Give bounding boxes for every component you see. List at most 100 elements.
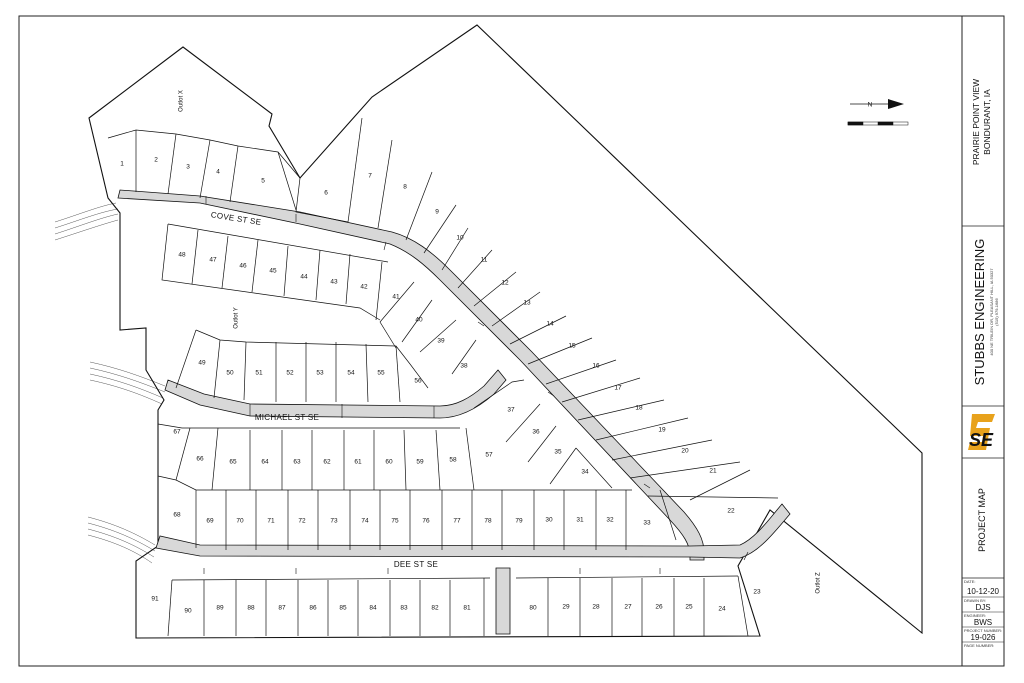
lot-label: 64 <box>261 459 269 466</box>
lot-label: 67 <box>173 429 181 436</box>
lot-label: 32 <box>606 517 614 524</box>
lot-label: 3 <box>186 164 190 171</box>
lot-label: 66 <box>196 456 204 463</box>
lot-label: 16 <box>592 363 600 370</box>
date-value: 10-12-20 <box>967 587 1000 596</box>
se-logo: SE <box>968 414 995 450</box>
street-ticks <box>203 196 749 574</box>
lot-label: 43 <box>330 279 338 286</box>
lot-label: 54 <box>347 370 355 377</box>
drawn-by-label: DRAWN BY: <box>964 598 986 603</box>
lot-label: 78 <box>484 518 492 525</box>
firm-address: 400 NE TRILEIN DR, PLEASANT HILL, IA 503… <box>989 268 994 356</box>
lot-label: 45 <box>269 268 277 275</box>
existing-road-west-upper <box>54 202 119 241</box>
lot-label: 1 <box>120 161 124 168</box>
lot-label: 15 <box>568 343 576 350</box>
lot-label: 50 <box>226 370 234 377</box>
lot-label: 48 <box>178 252 186 259</box>
lot-label: 52 <box>286 370 294 377</box>
lot-label: 80 <box>529 605 537 612</box>
lot-label: 42 <box>360 284 368 291</box>
lot-label: 62 <box>323 459 331 466</box>
lot-label: 72 <box>298 518 306 525</box>
engineer-value: BWS <box>974 618 992 627</box>
site-boundary <box>88 24 923 639</box>
road-cove-st <box>117 189 705 561</box>
lot-label: 17 <box>614 385 622 392</box>
sheet-title: PROJECT MAP <box>977 488 987 552</box>
lot-label: 87 <box>278 605 286 612</box>
lot-label: 81 <box>463 605 471 612</box>
lot-label: 61 <box>354 459 362 466</box>
lot-label: 29 <box>562 604 570 611</box>
lot-label: 35 <box>554 449 562 456</box>
plat-map <box>54 24 923 639</box>
lot-label: 6 <box>324 190 328 197</box>
firm-name: STUBBS ENGINEERING <box>972 239 987 386</box>
lot-label: 90 <box>184 608 192 615</box>
lot-label: 63 <box>293 459 301 466</box>
lot-label: 69 <box>206 518 214 525</box>
lot-label: 7 <box>368 173 372 180</box>
street-label-dee: DEE ST SE <box>394 560 438 569</box>
lot-label: 89 <box>216 605 224 612</box>
lot-label: 84 <box>369 605 377 612</box>
street-label-michael: MICHAEL ST SE <box>255 413 319 422</box>
lot-label: 75 <box>391 518 399 525</box>
outlot-z-label: Outlot Z <box>816 572 822 594</box>
lot-label: 2 <box>154 157 158 164</box>
lot-label: 37 <box>507 407 515 414</box>
lot-label: 58 <box>449 457 457 464</box>
streets <box>117 189 791 635</box>
lot-label: 14 <box>546 321 554 328</box>
lot-label: 27 <box>624 604 632 611</box>
lot-label: 20 <box>681 448 689 455</box>
road-dee-stub <box>495 567 511 635</box>
lot-label: 5 <box>261 178 265 185</box>
project-number-value: 19-026 <box>971 633 996 642</box>
lot-label: 28 <box>592 604 600 611</box>
lot-label: 70 <box>236 518 244 525</box>
lot-label: 59 <box>416 459 424 466</box>
engineer-label: ENGINEER: <box>964 613 986 618</box>
lot-label: 22 <box>727 508 735 515</box>
lot-label: 68 <box>173 512 181 519</box>
lot-label: 51 <box>255 370 263 377</box>
lot-label: 33 <box>643 520 651 527</box>
lot-label: 71 <box>267 518 275 525</box>
project-name: PRAIRIE POINT VIEW <box>971 79 981 165</box>
lot-label: 85 <box>339 605 347 612</box>
lot-label: 73 <box>330 518 338 525</box>
lot-label: 74 <box>361 518 369 525</box>
project-location: BONDURANT, IA <box>982 89 992 155</box>
lot-label: 55 <box>377 370 385 377</box>
scale-bar-icon <box>847 121 909 126</box>
lot-label: 91 <box>151 596 159 603</box>
lot-label: 36 <box>532 429 540 436</box>
road-dee-st <box>155 503 791 559</box>
lot-label: 83 <box>400 605 408 612</box>
lot-label: 9 <box>435 209 439 216</box>
lot-label: 40 <box>415 317 423 324</box>
lot-label: 53 <box>316 370 324 377</box>
lot-label: 19 <box>658 427 666 434</box>
lot-label: 24 <box>718 606 726 613</box>
lot-label: 38 <box>460 363 468 370</box>
lot-label: 8 <box>403 184 407 191</box>
lot-label: 30 <box>545 517 553 524</box>
project-number-label: PROJECT NUMBER: <box>964 628 1002 633</box>
se-logo-text: SE <box>969 430 994 450</box>
lot-label: 13 <box>523 300 531 307</box>
lot-label: 18 <box>635 405 643 412</box>
lot-label: 34 <box>581 469 589 476</box>
lot-label: 60 <box>385 459 393 466</box>
lot-label: 44 <box>300 274 308 281</box>
outlot-y-label: Outlot Y <box>234 307 240 329</box>
lot-label: 76 <box>422 518 430 525</box>
lot-label: 12 <box>501 280 509 287</box>
lot-label: 49 <box>198 360 206 367</box>
drawn-by-value: DJS <box>975 603 990 612</box>
lot-label: 11 <box>481 257 488 264</box>
title-block: PRAIRIE POINT VIEW BONDURANT, IA STUBBS … <box>961 16 1004 666</box>
